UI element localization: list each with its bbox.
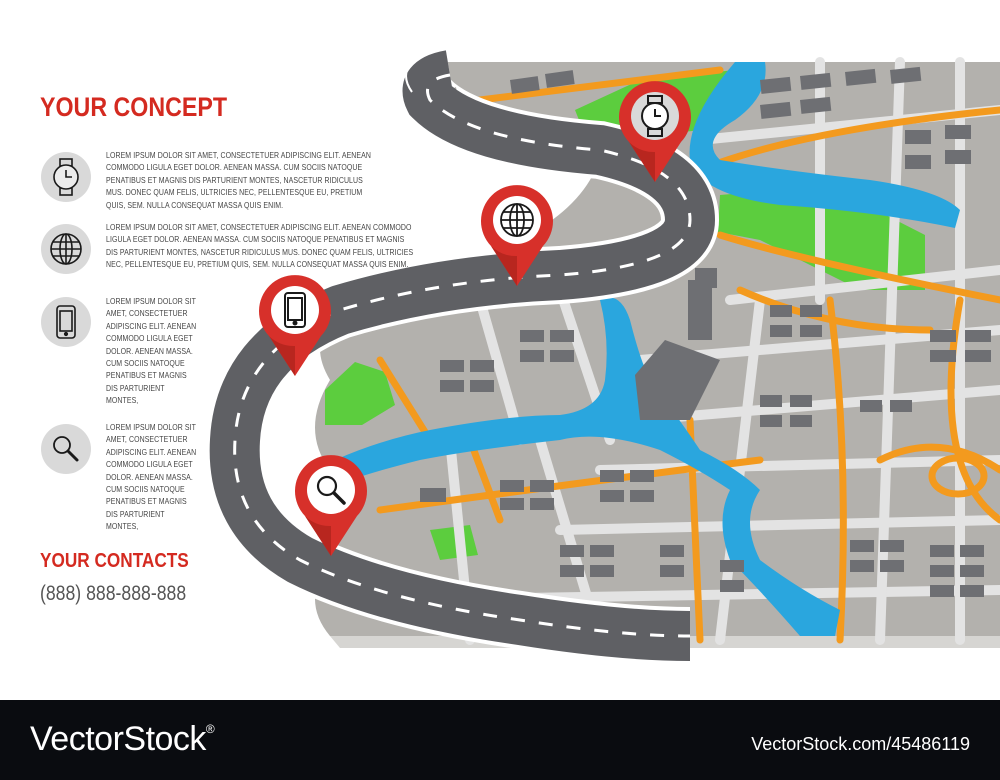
smartphone-icon: [284, 292, 306, 328]
park: [325, 362, 395, 425]
feature-text-magnifier: LOREM IPSUM DOLOR SIT AMET, CONSECTETUER…: [106, 422, 197, 532]
brand-name: VectorStock: [30, 720, 206, 758]
watch-icon: [53, 158, 79, 196]
buildings: [420, 66, 991, 597]
globe-icon: [50, 233, 82, 265]
magnifier-icon: [316, 475, 346, 505]
feature-text-globe: LOREM IPSUM DOLOR SIT AMET, CONSECTETUER…: [106, 222, 414, 270]
smartphone-icon: [56, 305, 76, 339]
river: [335, 297, 840, 636]
map-pin-watch: [619, 81, 691, 182]
brand-logo: VectorStock®: [30, 720, 215, 759]
watermark-footer: VectorStock® VectorStock.com/45486119: [0, 700, 1000, 780]
feature-icon-watch: [41, 152, 91, 202]
infographic-canvas: YOUR CONCEPT LOREM IPSUM DOLOR SIT AMET,…: [40, 46, 1000, 665]
registered-mark: ®: [205, 722, 215, 736]
globe-icon: [500, 203, 534, 237]
watch-icon: [641, 95, 669, 137]
feature-text-smartphone: LOREM IPSUM DOLOR SIT AMET, CONSECTETUER…: [106, 296, 197, 406]
feature-icon-globe: [41, 224, 91, 274]
feature-text-watch: LOREM IPSUM DOLOR SIT AMET, CONSECTETUER…: [106, 150, 372, 210]
feature-icon-magnifier: [41, 424, 91, 474]
map-pin-smartphone: [259, 275, 331, 376]
contacts-heading: YOUR CONTACTS: [40, 550, 189, 572]
contact-phone: (888) 888-888-888: [40, 582, 187, 605]
map-pin-globe: [481, 185, 553, 286]
image-id: VectorStock.com/45486119: [751, 734, 970, 754]
magnifier-icon: [53, 436, 79, 462]
city-map: [205, 46, 1000, 665]
page-title: YOUR CONCEPT: [40, 92, 228, 122]
winding-road: [205, 46, 720, 665]
river: [689, 62, 960, 228]
map-pin-magnifier: [295, 455, 367, 556]
feature-icon-smartphone: [41, 297, 91, 347]
